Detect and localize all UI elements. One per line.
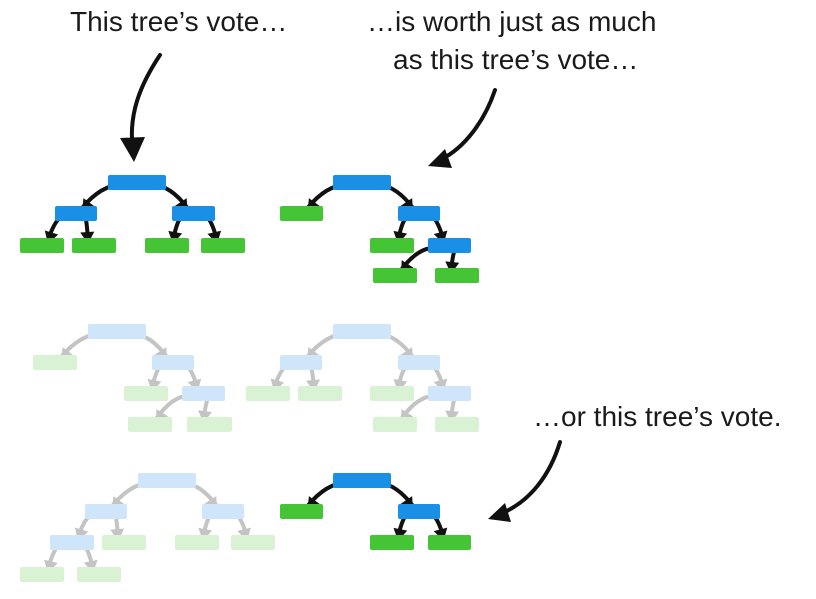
decision-node [398,206,440,221]
edge-arrowhead [306,379,321,392]
decision-node [398,355,440,370]
leaf-node [187,417,232,432]
leaf-node [246,386,290,401]
decision-node [85,504,127,519]
decision-node [333,175,391,190]
edge-arrowhead [198,410,212,423]
leaf-node [298,386,342,401]
decision-node [280,355,322,370]
leaf-node [77,567,121,582]
trees-layer [20,175,479,582]
edge-arrowhead [80,231,95,244]
decision-node [428,386,471,401]
decision-node [398,504,440,519]
leaf-node [20,238,64,253]
leaf-node [435,268,479,283]
pointer-arrow-third-head [488,503,511,522]
leaf-node [370,535,414,550]
leaf-node [145,238,189,253]
pointer-arrow-second [438,88,497,162]
leaf-node [370,238,414,253]
decision-node [152,355,194,370]
leaf-node [72,238,116,253]
leaf-node [128,417,172,432]
leaf-node [370,386,414,401]
leaf-node [373,417,417,432]
edge-arrowhead [110,528,125,541]
leaf-node [102,535,146,550]
edge-arrowhead [445,410,460,423]
tree-5 [20,473,275,582]
decision-node [55,206,97,221]
pointer-arrow-first [129,53,162,152]
leaf-node [280,206,323,221]
tree-2 [280,175,479,283]
decision-node [333,324,391,339]
leaf-node [201,238,245,253]
decision-node [138,473,196,488]
edge-arrowhead [445,261,460,274]
decision-node [88,324,146,339]
edge-arrowhead [198,527,213,541]
leaf-node [20,567,64,582]
caption-first-tree: This tree’s vote… [70,6,288,37]
caption-second-tree-line2: as this tree’s vote… [393,44,639,75]
decision-node [172,206,215,221]
leaf-node [33,355,77,370]
decision-node [333,473,391,488]
pointer-arrow-third [498,440,562,516]
decision-node [202,504,244,519]
caption-second-tree-line1: …is worth just as much [367,6,657,37]
pointer-arrow-first-head [120,137,145,162]
decision-node [108,175,166,190]
tree-6 [280,473,471,550]
edge-arrowhead [168,230,183,244]
tree-3 [33,324,232,432]
decision-node [182,386,225,401]
leaf-node [124,386,168,401]
leaf-node [435,417,479,432]
decision-node [50,535,94,550]
leaf-node [373,268,417,283]
leaf-node [280,504,323,519]
tree-4 [246,324,479,432]
caption-third-tree: …or this tree’s vote. [533,401,782,432]
decision-node [428,238,471,253]
leaf-node [175,535,219,550]
leaf-node [428,535,471,550]
tree-1 [20,175,245,253]
leaf-node [231,535,275,550]
pointer-arrow-second-head [428,149,452,168]
